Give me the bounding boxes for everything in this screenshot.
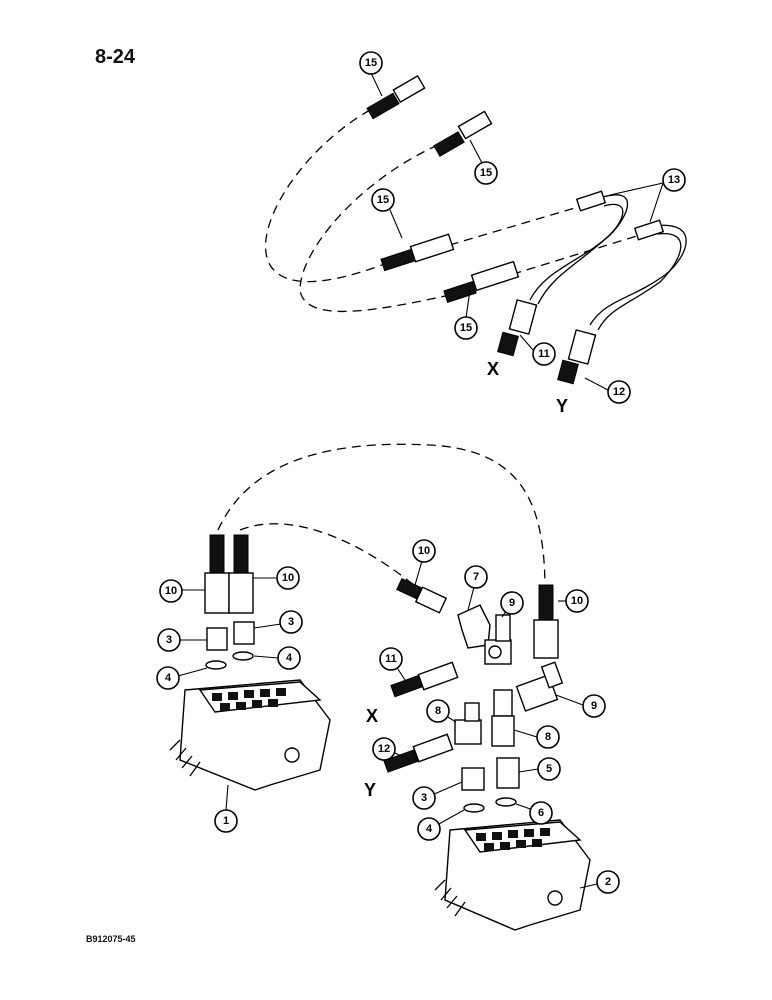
svg-text:12: 12	[378, 743, 390, 755]
callout-11-lower: 11	[379, 647, 403, 671]
tee-8-right	[491, 689, 515, 747]
hose-end-10-left-b	[228, 534, 254, 614]
adapter-3-right	[461, 767, 485, 791]
tee-9-upper	[484, 614, 512, 665]
svg-text:3: 3	[166, 634, 172, 646]
hose-end-12	[383, 733, 454, 773]
reference-code: B912075-45	[86, 934, 136, 944]
callout-9-lower: 9	[582, 694, 606, 718]
svg-text:13: 13	[668, 174, 680, 186]
hose-end-10-left-a	[204, 534, 230, 614]
svg-text:8: 8	[435, 705, 441, 717]
svg-text:8: 8	[545, 731, 551, 743]
fitting-12	[557, 329, 597, 385]
part-callout-valve-2: 2	[0, 0, 1, 1]
svg-text:10: 10	[165, 585, 177, 597]
control-valve-1	[169, 679, 331, 791]
svg-text:3: 3	[421, 792, 427, 804]
callout-8-right: 8	[536, 725, 560, 749]
o-rings-right	[463, 797, 517, 813]
adapter-3-left-a	[206, 627, 228, 651]
connection-label-x-lower: X	[366, 706, 378, 726]
callout-4-right: 4	[417, 817, 441, 841]
svg-text:15: 15	[460, 322, 472, 334]
callout-4-left-a: 4	[156, 666, 180, 690]
callout-15b: 15	[474, 161, 498, 185]
elbow-9-lower	[515, 661, 564, 712]
callout-3-left-a: 3	[157, 628, 181, 652]
hose-end-11	[390, 661, 459, 698]
callout-15d: 15	[454, 316, 478, 340]
tube-assembly-13	[529, 190, 687, 331]
hose-fitting-15a	[366, 74, 426, 120]
svg-text:1: 1	[223, 815, 229, 827]
svg-text:15: 15	[377, 194, 389, 206]
callout-4-left-b: 4	[277, 646, 301, 670]
svg-text:2: 2	[605, 876, 611, 888]
svg-text:15: 15	[480, 167, 492, 179]
connection-label-y-lower: Y	[364, 780, 376, 800]
callout-2: 2	[596, 870, 620, 894]
callout-10-left-a: 10	[159, 579, 183, 603]
callout-13: 13	[662, 168, 686, 192]
svg-text:6: 6	[538, 807, 544, 819]
hose-end-10-right	[533, 584, 559, 659]
svg-text:12: 12	[613, 386, 625, 398]
svg-text:4: 4	[165, 672, 172, 684]
hose-fitting-15b	[433, 110, 493, 157]
callout-10-mid: 10	[412, 539, 436, 563]
svg-text:5: 5	[546, 763, 552, 775]
callout-15c: 15	[371, 188, 395, 212]
adapter-5	[496, 757, 520, 789]
adapter-3-left-b	[233, 621, 255, 645]
svg-text:10: 10	[418, 545, 430, 557]
o-rings-4-left	[205, 651, 254, 670]
part-id-hose-assembly: hose-assembly	[0, 0, 7, 1]
tee-8-left	[454, 702, 482, 745]
callout-12-lower: 12	[372, 737, 396, 761]
callout-15a: 15	[359, 51, 383, 75]
part-callout-valve-1: 1	[0, 0, 1, 1]
svg-text:10: 10	[571, 595, 583, 607]
control-valve-2	[434, 819, 591, 931]
callout-6: 6	[529, 801, 553, 825]
callout-3-right: 3	[412, 786, 436, 810]
callout-5: 5	[537, 757, 561, 781]
hose-fitting-15c	[380, 233, 455, 272]
hose-end-10-mid	[396, 577, 448, 614]
svg-text:15: 15	[365, 57, 377, 69]
svg-text:4: 4	[426, 823, 433, 835]
connection-label-x-top: X	[487, 359, 499, 379]
svg-text:4: 4	[286, 652, 293, 664]
hose-fitting-15d	[443, 260, 520, 303]
callout-10-right: 10	[565, 589, 589, 613]
callout-3-left-b: 3	[279, 610, 303, 634]
svg-text:7: 7	[473, 571, 479, 583]
callout-7: 7	[464, 565, 488, 589]
fitting-11	[497, 299, 538, 357]
callout-10-left-b: 10	[276, 566, 300, 590]
page-number: 8-24	[95, 46, 136, 68]
svg-text:11: 11	[385, 653, 397, 665]
part-id-tube-assembly: tube-assembly	[0, 0, 7, 1]
part-id-valve-1: valve-1	[0, 0, 4, 1]
callout-1: 1	[214, 809, 238, 833]
callout-11-top: 11	[532, 342, 556, 366]
svg-text:3: 3	[288, 616, 294, 628]
part-callout-tube-assembly: 13	[0, 0, 2, 1]
part-callout-hose-assembly: 15	[0, 0, 2, 1]
callout-12-top: 12	[607, 380, 631, 404]
part-id-valve-2: valve-2	[0, 0, 4, 1]
svg-text:11: 11	[538, 348, 550, 360]
svg-text:9: 9	[591, 700, 597, 712]
svg-text:10: 10	[282, 572, 294, 584]
callout-8-left: 8	[426, 699, 450, 723]
callout-9-upper: 9	[500, 591, 524, 615]
svg-text:9: 9	[509, 597, 515, 609]
connection-label-y-top: Y	[556, 396, 568, 416]
